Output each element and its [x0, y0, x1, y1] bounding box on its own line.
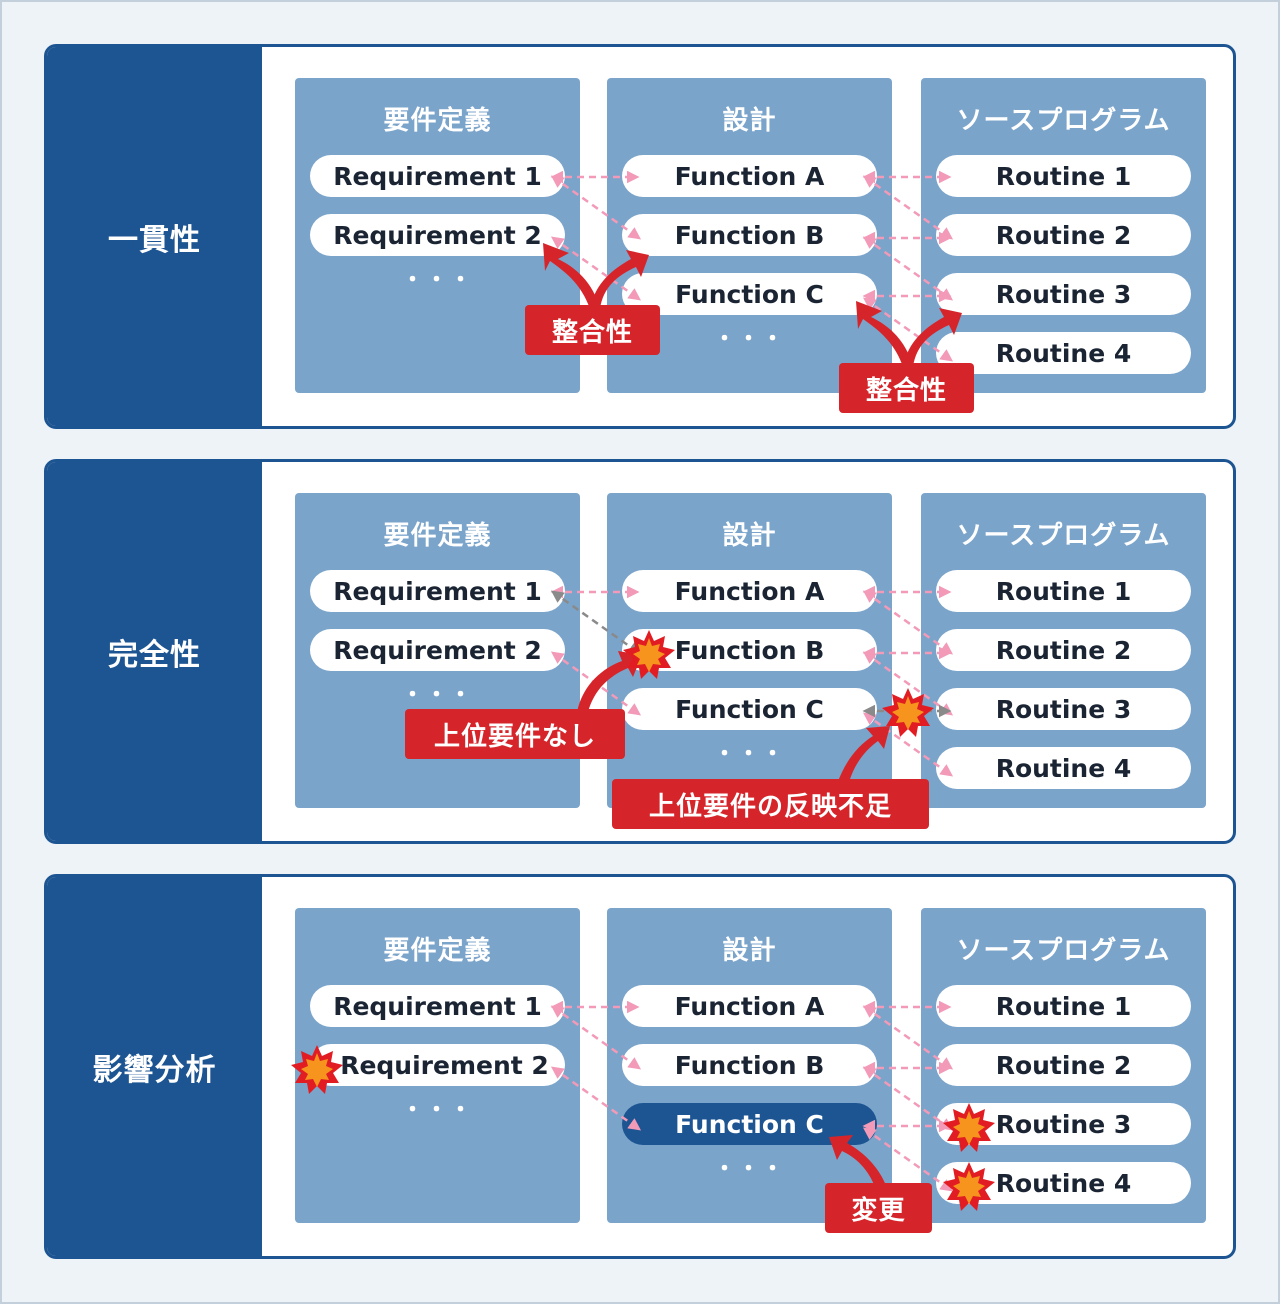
column-title: 要件定義 [383, 106, 492, 136]
ellipsis: ・・・ [713, 742, 786, 767]
column-title: ソースプログラム [956, 106, 1171, 136]
column-source: ソースプログラム Routine 1 Routine 2 Routine 3 R… [921, 78, 1206, 393]
consistency-badge: 整合性 [525, 305, 660, 355]
function-b: Function B [622, 1044, 877, 1086]
routine-1: Routine 1 [936, 155, 1191, 197]
change-badge: 変更 [825, 1183, 932, 1233]
column-design: 設計 Function A Function B Function C ・・・ [607, 493, 892, 808]
section-label: 影響分析 [47, 877, 262, 1256]
column-title: 要件定義 [383, 936, 492, 966]
routine-3: Routine 3 [936, 688, 1191, 730]
column-title: ソースプログラム [956, 521, 1171, 551]
section-label: 一貫性 [47, 47, 262, 426]
requirement-1: Requirement 1 [310, 570, 565, 612]
section-label: 完全性 [47, 462, 262, 841]
ellipsis: ・・・ [713, 327, 786, 352]
function-a: Function A [622, 155, 877, 197]
requirement-1: Requirement 1 [310, 155, 565, 197]
routine-4: Routine 4 [936, 332, 1191, 374]
ellipsis: ・・・ [401, 268, 474, 293]
routine-2: Routine 2 [936, 629, 1191, 671]
missing-parent-badge: 上位要件なし [405, 709, 625, 759]
function-a: Function A [622, 985, 877, 1027]
function-b: Function B [622, 214, 877, 256]
column-requirements: 要件定義 Requirement 1 Requirement 2 ・・・ [295, 78, 580, 393]
section-completeness: 完全性 要件定義 Requirement 1 Requirement 2 ・・・… [44, 459, 1236, 844]
routine-1: Routine 1 [936, 985, 1191, 1027]
routine-4: Routine 4 [936, 747, 1191, 789]
ellipsis: ・・・ [713, 1157, 786, 1182]
section-consistency: 一貫性 要件定義 Requirement 1 Requirement 2 ・・・… [44, 44, 1236, 429]
requirement-2: Requirement 2 [310, 629, 565, 671]
function-a: Function A [622, 570, 877, 612]
function-c: Function C [622, 688, 877, 730]
requirement-2: Requirement 2 [310, 1044, 565, 1086]
routine-3: Routine 3 [936, 273, 1191, 315]
routine-2: Routine 2 [936, 1044, 1191, 1086]
column-title: 要件定義 [383, 521, 492, 551]
column-title: ソースプログラム [956, 936, 1171, 966]
function-c: Function C [622, 273, 877, 315]
column-requirements: 要件定義 Requirement 1 Requirement 2 ・・・ [295, 493, 580, 808]
column-title: 設計 [722, 521, 777, 551]
requirement-2: Requirement 2 [310, 214, 565, 256]
column-source: ソースプログラム Routine 1 Routine 2 Routine 3 R… [921, 493, 1206, 808]
consistency-badge: 整合性 [839, 363, 974, 413]
column-title: 設計 [722, 106, 777, 136]
ellipsis: ・・・ [401, 1098, 474, 1123]
column-source: ソースプログラム Routine 1 Routine 2 Routine 3 R… [921, 908, 1206, 1223]
column-title: 設計 [722, 936, 777, 966]
function-b: Function B [622, 629, 877, 671]
routine-2: Routine 2 [936, 214, 1191, 256]
routine-1: Routine 1 [936, 570, 1191, 612]
routine-4: Routine 4 [936, 1162, 1191, 1204]
routine-3: Routine 3 [936, 1103, 1191, 1145]
column-requirements: 要件定義 Requirement 1 Requirement 2 ・・・ [295, 908, 580, 1223]
requirement-1: Requirement 1 [310, 985, 565, 1027]
insufficient-reflection-badge: 上位要件の反映不足 [612, 779, 929, 829]
column-design: 設計 Function A Function B Function C ・・・ [607, 908, 892, 1223]
section-impact-analysis: 影響分析 要件定義 Requirement 1 Requirement 2 ・・… [44, 874, 1236, 1259]
function-c-changed: Function C [622, 1103, 877, 1145]
ellipsis: ・・・ [401, 683, 474, 708]
